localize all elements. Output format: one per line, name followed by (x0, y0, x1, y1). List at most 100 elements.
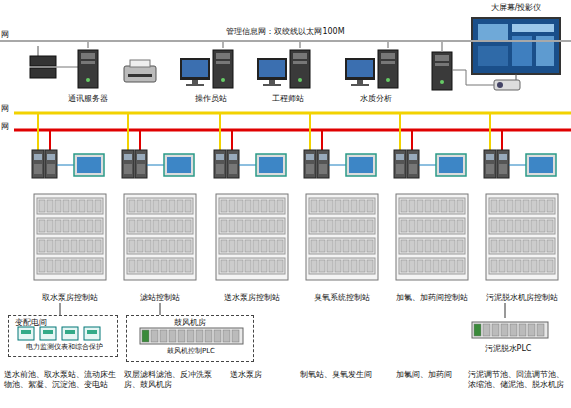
link-line (505, 303, 506, 318)
node-text: 大屏幕/投影仪 (491, 3, 542, 13)
node-text: 通讯服务器 (68, 94, 108, 104)
plc (484, 150, 509, 178)
area-caption: 送水泵房 (230, 370, 290, 380)
station-box: 变配电间电力监测仪表和综合保护 (8, 315, 118, 357)
wire (239, 165, 256, 166)
red-drop (502, 131, 503, 150)
printer (124, 60, 156, 82)
yellow-drop (38, 114, 39, 150)
wire (329, 165, 346, 166)
touch-panel (436, 154, 466, 176)
node-text: 鼓风机控制PLC (167, 347, 215, 355)
device-label: 鼓风机控制PLC (151, 347, 231, 359)
touch-panel (346, 154, 376, 176)
network-tag: 网 (1, 30, 9, 40)
link-line (299, 42, 301, 48)
node-text: 管理信息网：双绞线以太网100M (226, 27, 344, 37)
station-box: 送水泵房控制站 (208, 145, 296, 303)
wire (419, 165, 436, 166)
node-text: 滤站控制站 (140, 293, 180, 303)
yellow-drop (400, 114, 401, 150)
node-text: 送水泵房控制站 (224, 293, 280, 303)
red-drop (412, 131, 413, 150)
node-text: 取水泵房控制站 (42, 293, 98, 303)
server-tower (378, 50, 398, 88)
plc-row (472, 322, 548, 338)
red-drop (140, 131, 141, 150)
meter (18, 327, 34, 340)
red-drop (50, 131, 51, 150)
meter (62, 327, 78, 340)
node-text: 工程师站 (272, 94, 304, 104)
plc-row (140, 328, 243, 344)
touch-panel (74, 154, 104, 176)
station-box: 臭氧系统控制站 (298, 145, 386, 303)
monitor (180, 58, 210, 86)
yellow-drop (220, 114, 221, 150)
wire (509, 165, 526, 166)
wire (147, 165, 164, 166)
station-box: 加氯、加药间控制站 (388, 145, 476, 303)
plc (214, 150, 239, 178)
server-tower (432, 52, 452, 90)
network-band: 管理信息网：双绞线以太网100M (0, 27, 571, 42)
server-tower (213, 50, 233, 88)
cabinet-rack (486, 194, 558, 280)
big-screen (472, 18, 560, 90)
link-line (60, 303, 61, 315)
area-caption: 加氯间、加药间 (396, 370, 466, 380)
station-box: 污泥脱水机房控制站 (478, 145, 566, 303)
node-text: 污泥脱水PLC (485, 344, 532, 354)
cabinet-rack (306, 194, 378, 280)
plc (394, 150, 419, 178)
yellow-network (14, 112, 571, 115)
cabinet-rack (34, 194, 106, 280)
node-text: 变配电间 (15, 318, 47, 328)
meter (40, 327, 56, 340)
link-line (87, 42, 89, 48)
area-caption: 制氧站、臭氧发生间 (300, 370, 380, 380)
node-text: 加氯、加药间控制站 (396, 293, 468, 303)
node-text: 臭氧系统控制站 (314, 293, 370, 303)
node-text: 水质分析 (360, 94, 392, 104)
node-text: 鼓风机房 (174, 318, 206, 328)
station-box: 操作员站 (178, 48, 244, 104)
station-box: 大屏幕/投影仪 (468, 3, 564, 17)
station-box: 工程师站 (255, 48, 321, 104)
wire (57, 165, 74, 166)
server-tower (290, 50, 310, 88)
cabinet-rack (396, 194, 468, 280)
red-drop (232, 131, 233, 150)
yellow-drop (310, 114, 311, 150)
plc (304, 150, 329, 178)
red-network (14, 129, 571, 132)
device-label: 电力监测仪表和综合保护 (15, 343, 113, 355)
monitor (257, 58, 287, 86)
node-text: 电力监测仪表和综合保护 (26, 343, 103, 351)
cabinet-rack (216, 194, 288, 280)
station-box: 滤站控制站 (116, 145, 204, 303)
wire (442, 42, 443, 52)
yellow-drop (490, 114, 491, 150)
monitor (345, 58, 375, 86)
wire (452, 70, 494, 85)
area-caption: 污泥调节池、回流调节池、浓缩池、储泥池、脱水机房 (468, 370, 566, 390)
server-tower (78, 50, 98, 88)
link-line (160, 303, 161, 315)
link-line (222, 42, 224, 48)
station-box: 通讯服务器 (55, 48, 121, 104)
area-caption: 双层滤料滤池、反冲洗泵房、鼓风机房 (124, 370, 222, 390)
station-box: 取水泵房控制站 (26, 145, 114, 303)
touch-panel (526, 154, 556, 176)
station-box: 水质分析 (343, 48, 409, 104)
network-tag: 网 (1, 104, 9, 114)
plc (122, 150, 147, 178)
gps-modem (30, 46, 78, 78)
plc (32, 150, 57, 178)
network-tag: 网 (1, 122, 9, 132)
node-text: 操作员站 (195, 94, 227, 104)
area-caption: 送水前池、取水泵站、流动床生物池、絮凝、沉淀池、变电站 (4, 370, 116, 390)
meter (84, 327, 100, 340)
link-line (387, 42, 389, 48)
